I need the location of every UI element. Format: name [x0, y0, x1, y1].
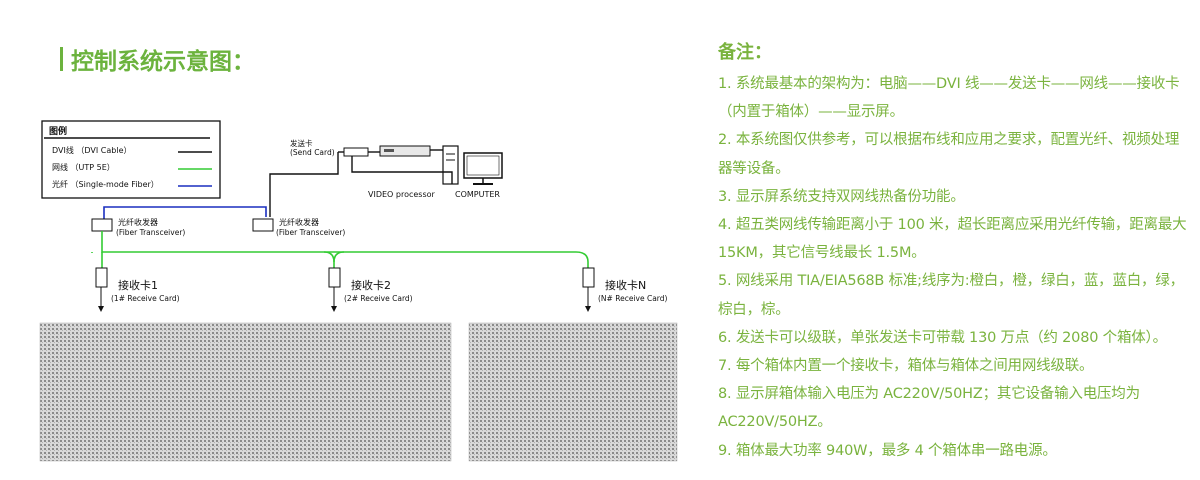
fiber-transceiver-right: 光纤收发器 (Fiber Transceiver) — [252, 217, 345, 237]
note-item: 9. 箱体最大功率 940W，最多 4 个箱体串一路电源。 — [718, 442, 1057, 459]
note-item: 1. 系统最基本的架构为：电脑——DVI 线——发送卡——网线——接收卡（内置于… — [718, 76, 1180, 121]
note-item: 6. 发送卡可以级联，单张发送卡可带载 130 万点（约 2080 个箱体）。 — [718, 329, 1167, 346]
note-item: 7. 每个箱体内置一个接收卡，箱体与箱体之间用网线级联。 — [718, 358, 1094, 375]
receive-card-1-label-en: (1# Receive Card) — [111, 294, 180, 303]
title-accent-bar — [60, 47, 63, 71]
led-display-panel-n — [468, 322, 678, 462]
diagram-title: 控制系统示意图： — [60, 42, 255, 76]
receive-card-2: 接收卡2 (2# Receive Card) — [328, 267, 413, 312]
receive-card-1-label-cn: 接收卡1 — [118, 278, 158, 292]
legend-item-fiber: 光纤 （Single-mode Fiber） — [52, 179, 159, 189]
legend-heading: 图例 — [49, 125, 67, 137]
receive-card-n-label-cn: 接收卡N — [605, 278, 646, 292]
receive-card-n-label-en: (N# Receive Card) — [598, 294, 667, 303]
send-to-fiber-cable — [269, 152, 339, 217]
fiber-right-label-cn: 光纤收发器 — [279, 217, 319, 227]
video-processor: VIDEO processor — [368, 145, 436, 199]
send-card: 发送卡 (Send Card) — [290, 138, 369, 157]
note-item: 5. 网线采用 TIA/EIA568B 标准;线序为:橙白，橙，绿白，蓝，蓝白，… — [718, 273, 1184, 318]
diagram-title-text: 控制系统示意图： — [71, 49, 255, 75]
fiber-transceiver-left: 光纤收发器 (Fiber Transceiver) — [91, 217, 185, 237]
note-item: 8. 显示屏箱体输入电压为 AC220V/50HZ；其它设备输入电压均为 AC2… — [718, 386, 1140, 431]
notes-section: 备注： 1. 系统最基本的架构为：电脑——DVI 线——发送卡——网线——接收卡… — [718, 38, 1193, 465]
legend: 图例 DVI线 （DVI Cable） 网线 （UTP 5E） 光纤 （Sing… — [41, 120, 221, 199]
note-item: 3. 显示屏系统支持双网线热备份功能。 — [718, 188, 965, 205]
note-item: 2. 本系统图仅供参考，可以根据布线和应用之要求，配置光纤、视频处理器等设备。 — [718, 132, 1180, 177]
computer: COMPUTER — [442, 145, 503, 199]
video-processor-label: VIDEO processor — [368, 190, 436, 199]
receive-card-1: 接收卡1 (1# Receive Card) — [95, 267, 180, 312]
computer-label: COMPUTER — [455, 190, 500, 199]
notes-title: 备注： — [718, 42, 772, 63]
note-item: 4. 超五类网线传输距离小于 100 米，超长距离应采用光纤传输，距离最大 15… — [718, 217, 1187, 262]
receive-card-2-label-en: (2# Receive Card) — [344, 294, 413, 303]
send-card-label-en: (Send Card) — [290, 148, 335, 157]
fiber-right-label-en: (Fiber Transceiver) — [276, 228, 345, 237]
receive-card-n: 接收卡N (N# Receive Card) — [582, 267, 667, 312]
dvi-cables — [338, 149, 453, 184]
legend-item-dvi: DVI线 （DVI Cable） — [52, 145, 132, 155]
send-card-device — [343, 147, 369, 157]
fiber-link — [103, 206, 267, 219]
send-card-label-cn: 发送卡 — [290, 138, 313, 148]
system-diagram: 图例 DVI线 （DVI Cable） 网线 （UTP 5E） 光纤 （Sing… — [39, 120, 678, 462]
fiber-left-label-cn: 光纤收发器 — [118, 217, 158, 227]
network-cables — [91, 231, 589, 268]
led-display-panel-main — [39, 322, 452, 462]
legend-item-utp: 网线 （UTP 5E） — [52, 162, 115, 172]
receive-card-2-label-cn: 接收卡2 — [351, 278, 391, 292]
fiber-left-label-en: (Fiber Transceiver) — [116, 228, 185, 237]
computer-tower-icon — [442, 145, 459, 185]
